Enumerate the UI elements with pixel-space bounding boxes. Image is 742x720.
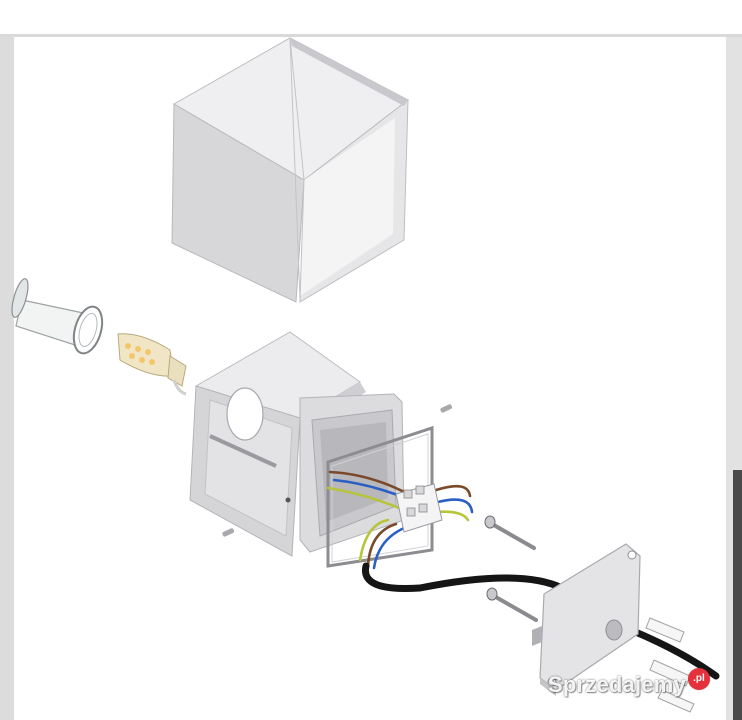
small-screw-right bbox=[440, 404, 453, 413]
rubber-gasket bbox=[326, 425, 434, 568]
watermark-brand: Sprzedajemy bbox=[548, 672, 686, 697]
left-border-strip bbox=[0, 37, 14, 720]
screw-upper bbox=[484, 515, 536, 550]
led-bulb bbox=[117, 333, 187, 396]
glass-cylinder bbox=[11, 278, 104, 355]
right-dark-edge bbox=[733, 470, 742, 720]
wall-plugs bbox=[645, 617, 695, 713]
terminal-block bbox=[395, 483, 443, 533]
lamp-cover bbox=[171, 37, 409, 303]
screw-lower bbox=[486, 587, 538, 622]
watermark-domain-badge: .pl bbox=[687, 668, 710, 690]
mounting-plate bbox=[532, 543, 641, 696]
screws bbox=[222, 404, 538, 622]
watermark-logo: Sprzedajemy .pl bbox=[548, 668, 710, 698]
small-screw-left bbox=[222, 528, 235, 537]
top-border-strip bbox=[0, 0, 742, 37]
lamp-housing bbox=[189, 331, 405, 557]
